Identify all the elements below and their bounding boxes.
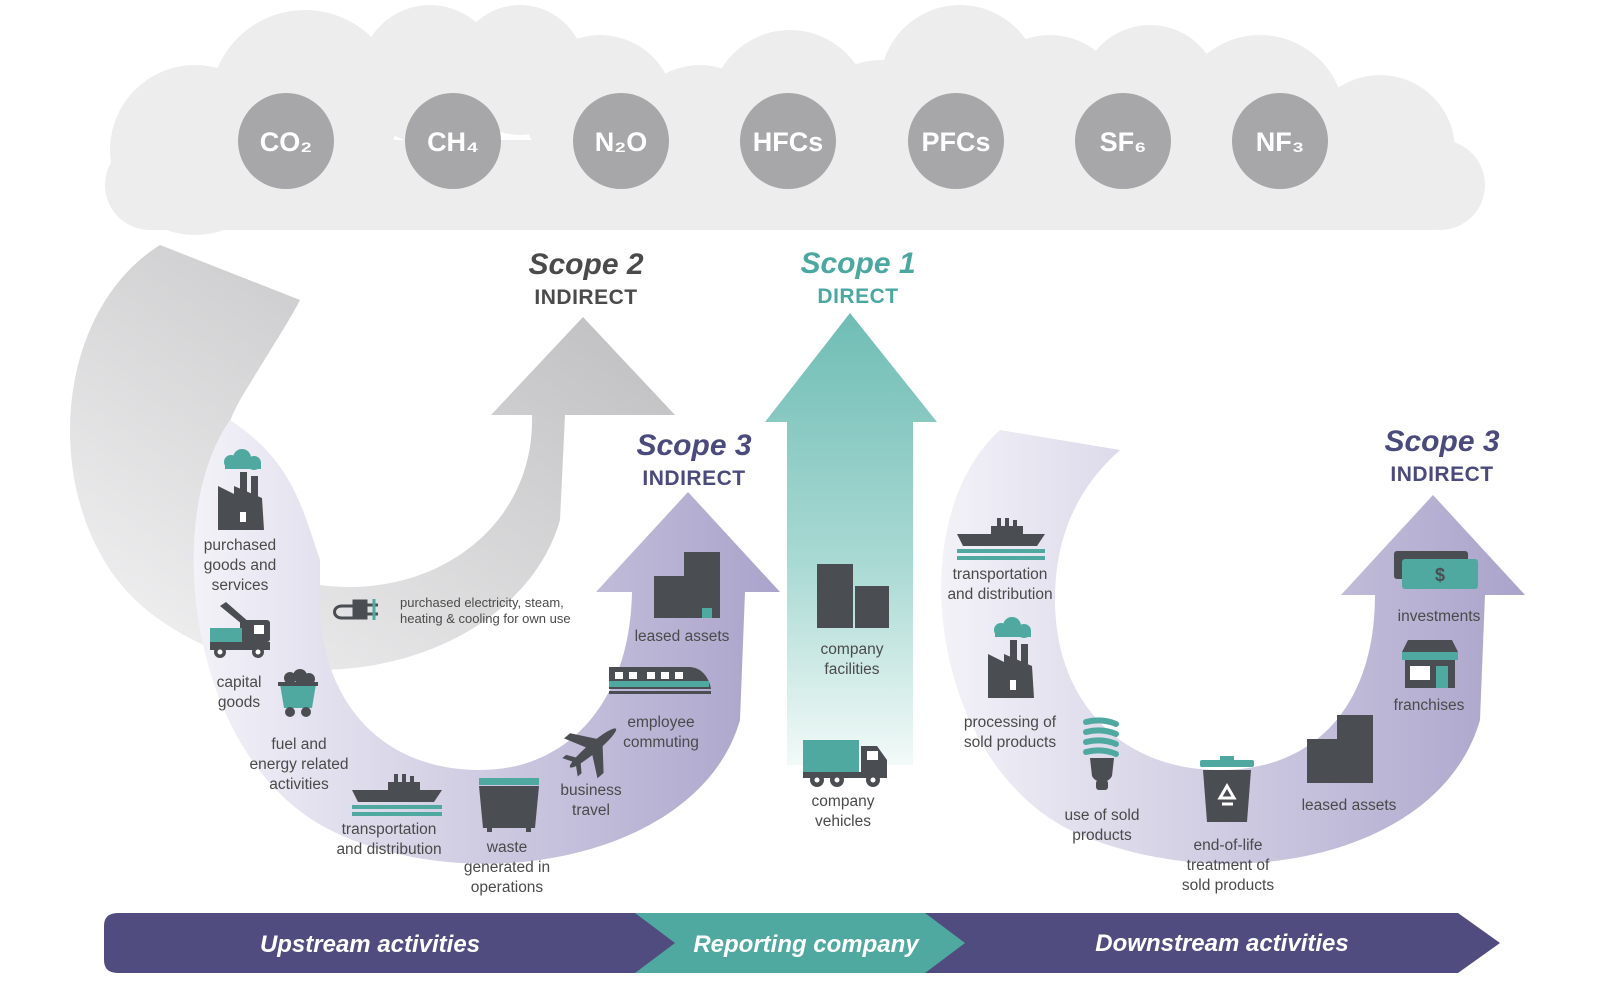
- gas-sf6: SF₆: [1075, 93, 1171, 189]
- svg-text:N₂O: N₂O: [595, 127, 648, 157]
- label-employee-commuting-line-2: commuting: [623, 734, 699, 751]
- label-fuel-energy-line-1: fuel and: [271, 736, 326, 753]
- label-upstream-leased-assets: leased assets: [635, 628, 730, 645]
- label-end-of-life-line-2: treatment of: [1187, 857, 1270, 874]
- label-business-travel-line-2: travel: [572, 802, 610, 819]
- gas-nf3: NF₃: [1232, 93, 1328, 189]
- svg-text:HFCs: HFCs: [753, 127, 824, 157]
- train-icon: [609, 667, 711, 694]
- label-company-facilities-line-2: facilities: [824, 661, 879, 678]
- label-use-of-sold-line-2: products: [1072, 827, 1132, 844]
- label-processing-line-1: processing of: [964, 714, 1057, 731]
- svg-text:INDIRECT: INDIRECT: [1390, 463, 1493, 486]
- label-capital-goods-line-2: goods: [218, 694, 260, 711]
- label-fuel-energy-line-3: activities: [269, 776, 329, 793]
- scope2-heading: Scope 2 INDIRECT: [528, 248, 643, 309]
- label-waste-line-2: generated in: [464, 859, 550, 876]
- label-waste-line-3: operations: [471, 879, 544, 896]
- label-company-vehicles-line-2: vehicles: [815, 813, 871, 830]
- svg-text:Scope 3: Scope 3: [636, 429, 751, 462]
- scope1-heading: Scope 1 DIRECT: [800, 247, 915, 308]
- svg-text:NF₃: NF₃: [1256, 127, 1304, 157]
- scope3-downstream-arrow: [941, 430, 1525, 864]
- cfl-bulb-icon: [1083, 717, 1119, 790]
- label-upstream-transportation-line-2: and distribution: [336, 841, 441, 858]
- label-investments: investments: [1398, 608, 1481, 625]
- label-processing-line-2: sold products: [964, 734, 1056, 751]
- airplane-icon: [562, 728, 617, 779]
- label-company-facilities-line-1: company: [821, 641, 884, 658]
- activity-band: Upstream activities Reporting company Do…: [104, 913, 1500, 973]
- reporting-label: Reporting company: [693, 931, 920, 958]
- label-company-vehicles-line-1: company: [812, 793, 875, 810]
- label-use-of-sold-line-1: use of sold: [1065, 807, 1140, 824]
- cloud-bank: [105, 5, 1485, 235]
- scope3-downstream-heading: Scope 3 INDIRECT: [1384, 425, 1499, 486]
- scope3-upstream-heading: Scope 3 INDIRECT: [636, 429, 751, 490]
- scope1-arrow: [765, 313, 937, 765]
- svg-text:INDIRECT: INDIRECT: [642, 467, 745, 490]
- storefront-icon: [1402, 640, 1458, 688]
- gas-circles: CO₂ CH₄ N₂O HFCs PFCs SF₆ NF₃: [238, 93, 1328, 189]
- delivery-truck-icon: [803, 740, 887, 787]
- scope3-upstream-arrow: [193, 420, 781, 864]
- crane-truck-icon: [210, 602, 270, 658]
- downstream-building-icon: [1307, 715, 1373, 783]
- label-end-of-life-line-1: end-of-life: [1194, 837, 1263, 854]
- gas-hfcs: HFCs: [740, 93, 836, 189]
- label-purchased-electricity-line-2: heating & cooling for own use: [400, 611, 571, 626]
- svg-text:CH₄: CH₄: [427, 127, 479, 157]
- svg-text:INDIRECT: INDIRECT: [534, 286, 637, 309]
- item-labels: purchased electricity, steam,heating & c…: [204, 537, 1481, 896]
- label-purchased-electricity-line-1: purchased electricity, steam,: [400, 595, 564, 610]
- label-purchased-goods-line-3: services: [212, 577, 269, 594]
- factory-cloud-icon: [218, 449, 264, 530]
- gas-co2: CO₂: [238, 93, 334, 189]
- label-capital-goods-line-1: capital: [217, 674, 262, 691]
- cargo-ship-icon: [352, 774, 442, 816]
- downstream-label: Downstream activities: [1095, 930, 1348, 957]
- gas-n2o: N₂O: [573, 93, 669, 189]
- recycle-bin-icon: [1200, 756, 1254, 822]
- label-purchased-goods-line-2: goods and: [204, 557, 276, 574]
- electric-plug-icon: [333, 599, 378, 620]
- label-business-travel-line-1: business: [560, 782, 621, 799]
- svg-text:$: $: [1435, 565, 1445, 585]
- label-employee-commuting-line-1: employee: [627, 714, 694, 731]
- svg-text:Scope 2: Scope 2: [528, 248, 643, 281]
- downstream-ship-icon: [957, 518, 1045, 560]
- coal-cart-icon: [278, 669, 318, 717]
- processing-factory-icon: [988, 617, 1034, 698]
- reporting-band: [635, 913, 965, 973]
- label-purchased-goods-line-1: purchased: [204, 537, 276, 554]
- gas-pfcs: PFCs: [908, 93, 1004, 189]
- svg-text:SF₆: SF₆: [1100, 127, 1147, 157]
- facilities-building-icon: [817, 564, 889, 628]
- svg-text:Scope 1: Scope 1: [800, 247, 915, 280]
- upstream-label: Upstream activities: [260, 931, 480, 958]
- label-downstream-leased-assets: leased assets: [1302, 797, 1397, 814]
- dumpster-icon: [479, 778, 539, 832]
- label-fuel-energy-line-2: energy related: [249, 756, 348, 773]
- label-end-of-life-line-3: sold products: [1182, 877, 1274, 894]
- label-upstream-transportation-line-1: transportation: [342, 821, 437, 838]
- svg-text:DIRECT: DIRECT: [817, 285, 898, 308]
- office-building-icon: [654, 552, 720, 618]
- downstream-band: [925, 913, 1500, 973]
- label-waste-line-1: waste: [486, 839, 528, 856]
- upstream-band: [104, 913, 690, 973]
- label-franchises: franchises: [1394, 697, 1465, 714]
- gas-ch4: CH₄: [405, 93, 501, 189]
- svg-text:CO₂: CO₂: [260, 127, 313, 157]
- svg-text:Scope 3: Scope 3: [1384, 425, 1499, 458]
- label-downstream-transportation-line-2: and distribution: [947, 586, 1052, 603]
- svg-text:PFCs: PFCs: [921, 127, 990, 157]
- label-downstream-transportation-line-1: transportation: [953, 566, 1048, 583]
- money-bill-icon: $: [1394, 551, 1478, 589]
